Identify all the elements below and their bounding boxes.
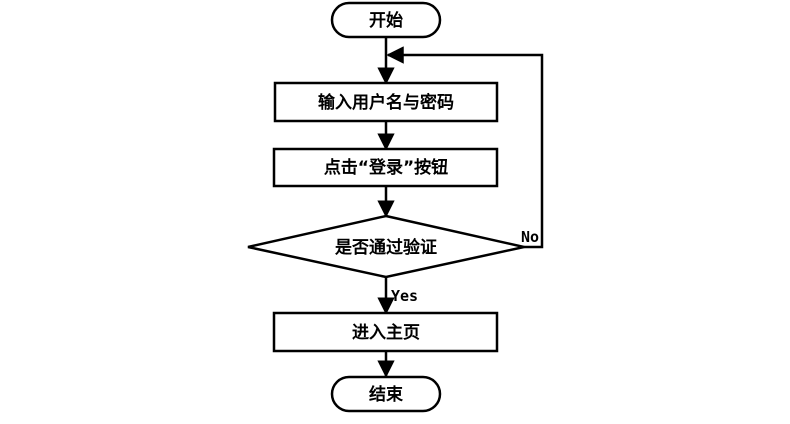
enter-home-node [272,311,499,353]
verify-decision-label: 是否通过验证 [335,237,437,258]
input-credentials-label: 输入用户名与密码 [318,92,454,113]
input-credentials-node [273,81,499,123]
start-node-label: 开始 [369,10,403,31]
edge-no-loop-back [386,46,544,249]
verify-decision-node [247,214,525,279]
enter-home-label: 进入主页 [352,322,420,343]
end-node-label: 结束 [369,384,403,405]
click-login-label: 点击“登录”按钮 [324,157,448,178]
start-node [330,1,442,39]
yes-edge-label: Yes [391,287,418,305]
end-node [330,375,442,413]
click-login-node [272,147,499,188]
no-edge-label: No [521,228,539,246]
